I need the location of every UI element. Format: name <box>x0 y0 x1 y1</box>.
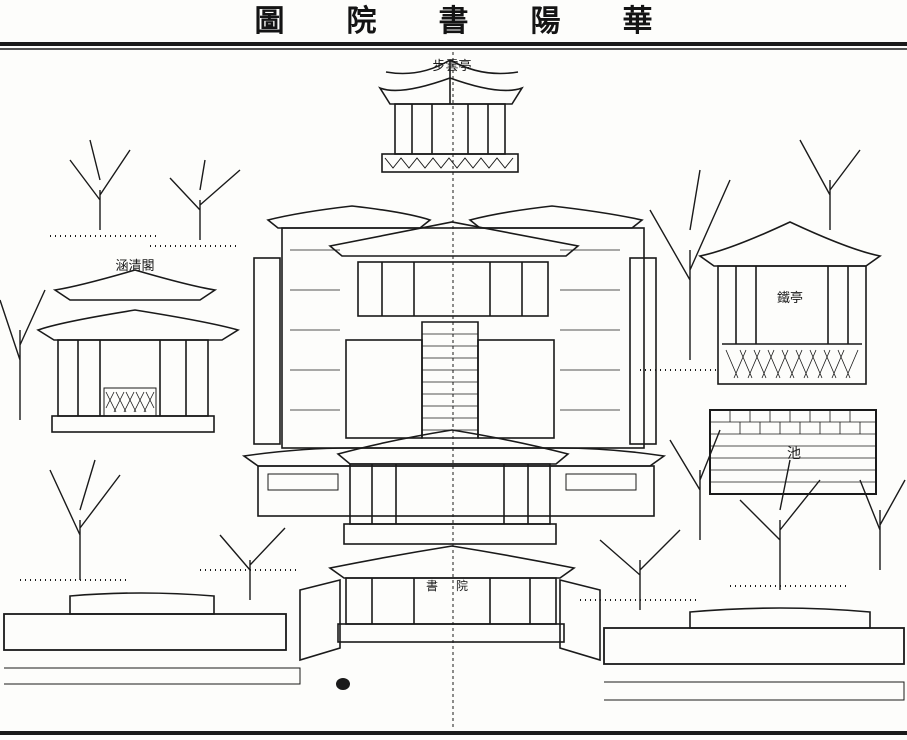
title-char-3: 書 <box>438 4 469 39</box>
enclosure-walls <box>3 592 905 701</box>
front-gate <box>299 545 601 662</box>
right-pavilion <box>698 221 882 385</box>
title-char-2: 陽 <box>530 4 561 39</box>
trees <box>0 139 906 610</box>
gate-left-label: 書 <box>426 579 438 593</box>
ground-texture <box>20 235 850 601</box>
title-char-5: 圖 <box>254 4 285 39</box>
gate-right-label: 院 <box>456 579 468 593</box>
right-wall-label: 池 <box>787 446 801 462</box>
left-hall-label: 涵清閣 <box>115 259 154 274</box>
main-complex <box>253 205 657 449</box>
top-pavilion <box>378 59 524 173</box>
ink-blot <box>336 678 350 690</box>
top-pavilion-label: 步雲亭 <box>432 58 471 74</box>
left-hall <box>36 269 240 433</box>
right-brick-wall <box>709 409 877 495</box>
print-title: 華 陽 書 院 圖 <box>0 4 907 40</box>
title-char-1: 華 <box>622 4 653 39</box>
title-char-4: 院 <box>346 4 377 39</box>
central-hall <box>241 429 667 545</box>
right-pavilion-label: 鐵亭 <box>777 290 803 306</box>
print-frame <box>0 42 907 735</box>
